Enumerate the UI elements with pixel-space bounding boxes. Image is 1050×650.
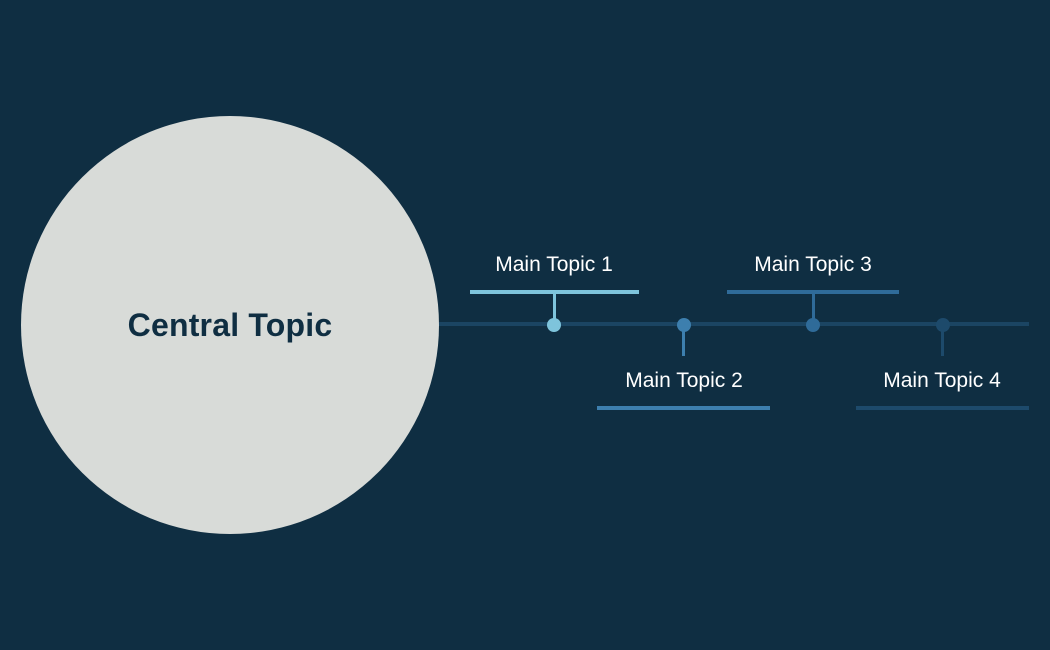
main-topic-4-node-dot (936, 318, 950, 332)
main-topic-3-connector (812, 292, 815, 322)
main-topic-3-node-dot (806, 318, 820, 332)
main-topic-2-underline (597, 406, 770, 410)
main-topic-4-connector (941, 326, 944, 356)
main-topic-3-label: Main Topic 3 (754, 253, 872, 276)
main-topic-1-node-dot (547, 318, 561, 332)
main-topic-4-underline (856, 406, 1029, 410)
central-topic-label: Central Topic (127, 306, 333, 343)
main-topic-1-connector (553, 292, 556, 322)
main-topic-2-label: Main Topic 2 (625, 369, 743, 392)
main-topic-2-node-dot (677, 318, 691, 332)
main-topic-2-connector (682, 326, 685, 356)
central-topic-node[interactable]: Central Topic (21, 116, 439, 534)
main-topic-4-label: Main Topic 4 (883, 369, 1001, 392)
timeline-spine (439, 322, 1029, 326)
main-topic-1-label: Main Topic 1 (495, 253, 613, 276)
